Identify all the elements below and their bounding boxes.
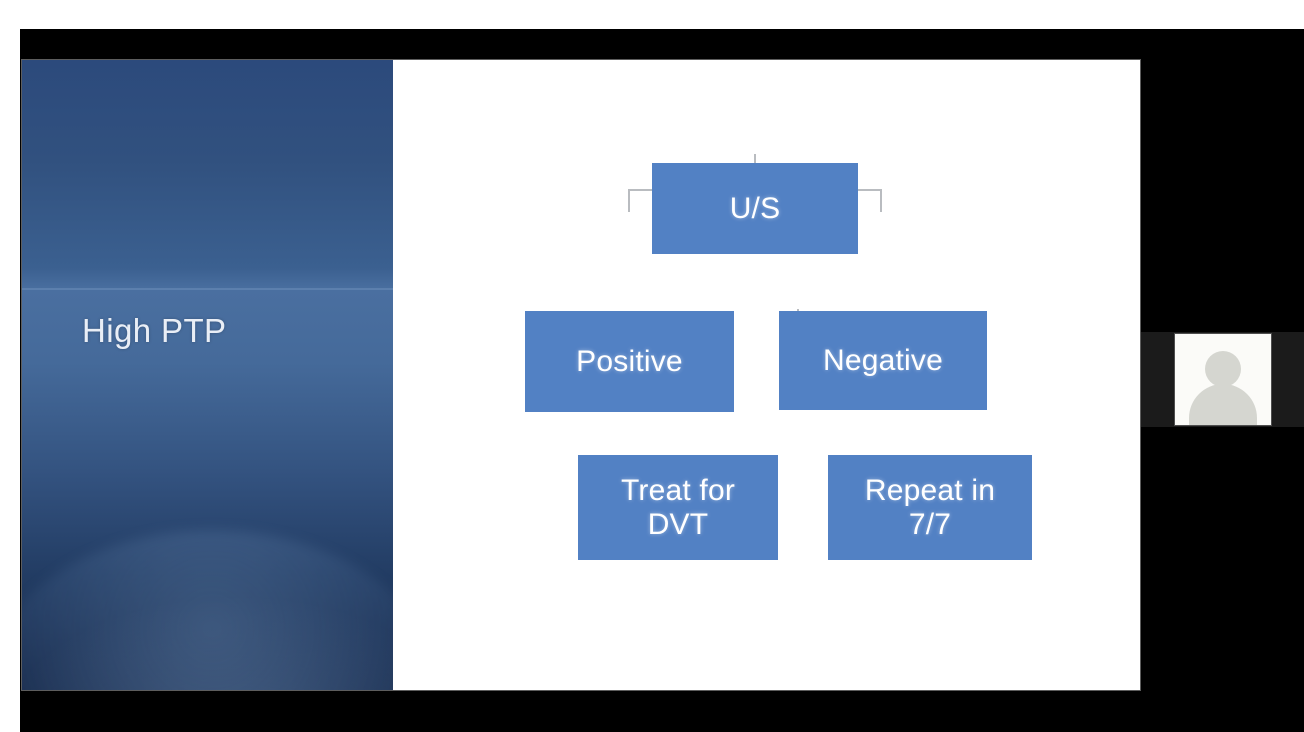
- flow-node-repeat-in-7-7[interactable]: Repeat in 7/7: [828, 455, 1032, 560]
- flow-node-treat-for-dvt-label: Treat for DVT: [620, 473, 736, 541]
- flowchart-diagram: U/S Positive Negative Treat for DVT Repe…: [393, 60, 1140, 690]
- user-avatar-body-icon: [1189, 384, 1257, 425]
- user-avatar-icon: [1205, 351, 1241, 387]
- flow-node-negative-label: Negative: [822, 343, 943, 377]
- slide-side-panel: High PTP: [22, 60, 393, 690]
- flow-node-treat-for-dvt[interactable]: Treat for DVT: [578, 455, 778, 560]
- connector-to-positive: [628, 189, 630, 212]
- flow-node-positive[interactable]: Positive: [525, 311, 734, 412]
- flow-node-positive-label: Positive: [576, 344, 683, 378]
- participant-video-tile[interactable]: [1141, 332, 1304, 427]
- side-panel-glow-shape: [22, 530, 393, 690]
- flow-node-us[interactable]: U/S: [652, 163, 858, 254]
- flow-node-repeat-in-7-7-label: Repeat in 7/7: [864, 473, 996, 541]
- meeting-stage: High PTP U/S Positive: [20, 29, 1304, 732]
- connector-to-negative: [880, 189, 882, 212]
- shared-slide: High PTP U/S Positive: [22, 60, 1140, 690]
- flow-node-us-label: U/S: [729, 191, 781, 225]
- slide-title: High PTP: [82, 312, 227, 349]
- avatar: [1175, 334, 1271, 425]
- flow-node-negative[interactable]: Negative: [779, 311, 987, 410]
